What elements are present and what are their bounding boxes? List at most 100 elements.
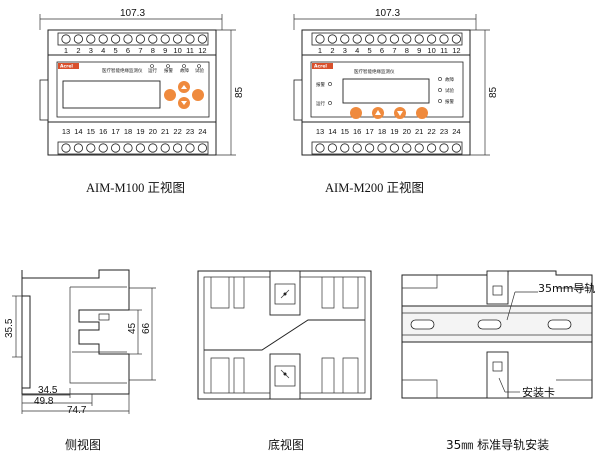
- m100-indicator-1: 运行: [148, 67, 157, 74]
- terminal-screw: [111, 143, 121, 153]
- terminal-screw: [352, 34, 362, 44]
- terminal-screw: [135, 34, 145, 44]
- m100-indicator-4: 试验: [195, 67, 204, 74]
- terminal-label: 22: [173, 127, 181, 136]
- terminal-screw: [123, 143, 133, 153]
- clip-label: 安装卡: [522, 385, 555, 399]
- terminal-label: 15: [87, 127, 95, 136]
- terminal-screw: [451, 34, 461, 44]
- terminal-screw: [185, 143, 195, 153]
- terminal-screw: [197, 143, 207, 153]
- terminal-screw: [364, 34, 375, 44]
- m200-panel-title: 医疗智能绝缘监测仪: [354, 68, 395, 75]
- terminal-label: 9: [163, 46, 167, 55]
- terminal-screw: [86, 34, 96, 44]
- terminal-label: 11: [186, 46, 194, 55]
- terminal-screw: [389, 143, 399, 153]
- m200-right-indicator-3: 报警: [445, 98, 454, 105]
- side-dim-34-5: 34.5: [38, 385, 58, 396]
- bottom-view: [197, 270, 372, 400]
- m100-indicator-3: 故障: [180, 67, 189, 74]
- terminal-label: 19: [136, 127, 144, 136]
- terminal-label: 22: [427, 127, 435, 136]
- terminal-label: 6: [380, 46, 384, 55]
- terminal-label: 5: [368, 46, 372, 55]
- terminal-label: 6: [126, 46, 130, 55]
- terminal-screw: [160, 143, 170, 153]
- m100-height-dim: 85: [234, 86, 245, 98]
- m100-lcd-window: [62, 80, 161, 109]
- terminal-label: 10: [173, 46, 181, 55]
- terminal-label: 18: [124, 127, 132, 136]
- terminal-label: 3: [89, 46, 93, 55]
- terminal-label: 21: [161, 127, 169, 136]
- terminal-label: 23: [186, 127, 194, 136]
- terminal-screw: [185, 34, 195, 44]
- terminal-label: 12: [452, 46, 460, 55]
- terminal-label: 17: [365, 127, 373, 136]
- terminal-screw: [123, 34, 133, 44]
- m200-left-indicator-2: 运行: [316, 100, 325, 107]
- m100-key-enter[interactable]: [192, 89, 204, 101]
- m200-key-enter[interactable]: [416, 107, 428, 119]
- side-dim-45: 45: [127, 322, 138, 334]
- terminal-label: 5: [114, 46, 118, 55]
- terminal-screw: [364, 143, 375, 153]
- terminal-label: 19: [390, 127, 398, 136]
- terminal-screw: [377, 34, 387, 44]
- rail-caption: 35㎜ 标准导轨安装: [446, 437, 549, 452]
- terminal-label: 18: [378, 127, 386, 136]
- m200-caption: AIM-M200 正视图: [325, 180, 424, 195]
- terminal-label: 3: [343, 46, 347, 55]
- m200-brand-logo: Acrel: [314, 64, 327, 70]
- m200-left-indicator-1: 报警: [316, 81, 325, 88]
- terminal-label: 20: [149, 127, 157, 136]
- terminal-label: 16: [99, 127, 107, 136]
- terminal-screw: [340, 143, 350, 153]
- terminal-screw: [327, 34, 337, 44]
- terminal-label: 17: [111, 127, 119, 136]
- side-dim-74-7: 74.7: [67, 405, 87, 416]
- terminal-screw: [148, 143, 158, 153]
- terminal-screw: [377, 143, 387, 153]
- terminal-screw: [73, 34, 84, 44]
- terminal-label: 2: [330, 46, 334, 55]
- m100-key-menu[interactable]: [164, 89, 176, 101]
- terminal-screw: [426, 143, 437, 153]
- terminal-label: 24: [452, 127, 460, 136]
- terminal-label: 8: [405, 46, 409, 55]
- m200-width-dim: 107.3: [375, 8, 400, 19]
- terminal-label: 12: [198, 46, 206, 55]
- terminal-screw: [98, 143, 108, 153]
- terminal-label: 20: [403, 127, 411, 136]
- m200-right-indicator-1: 故障: [445, 76, 454, 83]
- m200-key-menu[interactable]: [350, 107, 362, 119]
- terminal-label: 16: [353, 127, 361, 136]
- terminal-label: 4: [355, 46, 359, 55]
- terminal-screw: [197, 34, 207, 44]
- terminal-label: 10: [427, 46, 435, 55]
- terminal-screw: [111, 34, 121, 44]
- m100-width-dim: 107.3: [120, 8, 145, 19]
- terminal-label: 15: [341, 127, 349, 136]
- side-caption: 侧视图: [65, 437, 101, 452]
- terminal-label: 8: [151, 46, 155, 55]
- terminal-label: 2: [76, 46, 80, 55]
- side-dim-66: 66: [141, 322, 152, 334]
- terminal-screw: [402, 34, 412, 44]
- terminal-label: 9: [417, 46, 421, 55]
- rail-mount-view: [401, 270, 593, 399]
- terminal-screw: [148, 34, 158, 44]
- terminal-label: 7: [392, 46, 396, 55]
- terminal-screw: [173, 143, 183, 153]
- terminal-screw: [389, 34, 399, 44]
- terminal-screw: [439, 34, 449, 44]
- terminal-screw: [402, 143, 412, 153]
- terminal-label: 1: [318, 46, 322, 55]
- terminal-screw: [315, 34, 325, 44]
- terminal-screw: [439, 143, 449, 153]
- terminal-screw: [160, 34, 170, 44]
- m100-panel-title: 医疗智能绝缘监测仪: [102, 67, 143, 74]
- terminal-screw: [451, 143, 461, 153]
